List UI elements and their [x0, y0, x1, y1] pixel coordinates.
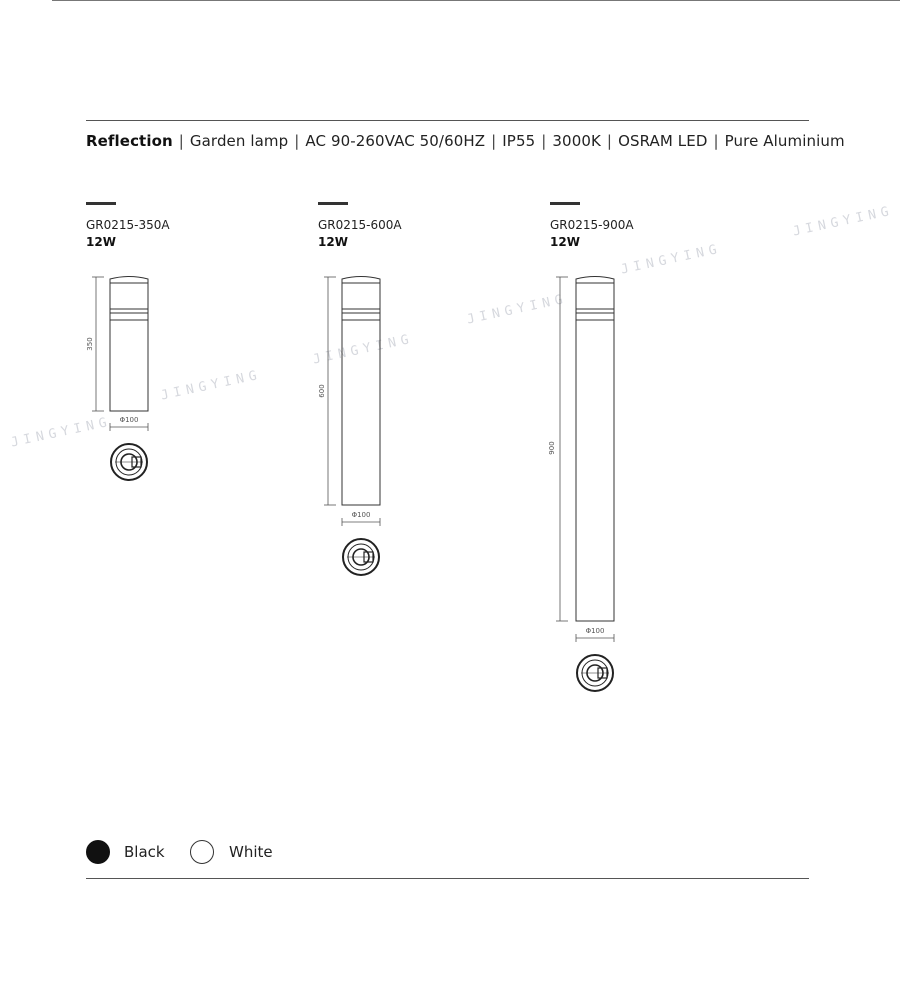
spec-cct: 3000K: [552, 132, 601, 150]
top-view-icon: [342, 538, 380, 576]
height-dimension: [324, 276, 336, 506]
color-label-white: White: [229, 843, 273, 861]
spec-header: Reflection|Garden lamp|AC 90-260VAC 50/6…: [86, 132, 845, 150]
model-power: 12W: [318, 235, 348, 249]
model-info-350: GR0215-350A 12W: [86, 202, 170, 251]
header-rule: [86, 120, 809, 121]
model-code: GR0215-350A: [86, 218, 170, 232]
spec-voltage: AC 90-260VAC 50/60HZ: [305, 132, 486, 150]
height-dimension: [92, 276, 104, 412]
diameter-label: Φ100: [352, 511, 371, 519]
lamp-drawing-900: 900 Φ100: [548, 276, 615, 692]
model-code: GR0215-900A: [550, 218, 634, 232]
model-info-600: GR0215-600A 12W: [318, 202, 402, 251]
lamp-body: [575, 276, 615, 622]
model-power: 12W: [86, 235, 116, 249]
model-power: 12W: [550, 235, 580, 249]
watermark-logo: JINGYING: [159, 367, 264, 404]
lamp-drawing-350: 350 Φ100: [86, 276, 149, 481]
model-accent-bar: [550, 202, 580, 205]
model-accent-bar: [318, 202, 348, 205]
height-label: 600: [318, 384, 326, 397]
diameter-label: Φ100: [586, 627, 605, 635]
height-label: 900: [548, 441, 556, 454]
width-dimension: [109, 423, 149, 431]
lamp-body: [109, 276, 149, 412]
height-label: 350: [86, 337, 94, 350]
model-code: GR0215-600A: [318, 218, 402, 232]
width-dimension: [341, 518, 381, 526]
top-border: [52, 0, 900, 1]
spec-material: Pure Aluminium: [724, 132, 845, 150]
spec-type: Garden lamp: [189, 132, 289, 150]
spec-led: OSRAM LED: [618, 132, 708, 150]
color-swatch-black[interactable]: [86, 840, 110, 864]
lamp-body: [341, 276, 381, 506]
top-view-icon: [110, 443, 148, 481]
height-dimension: [556, 276, 568, 622]
color-swatch-white[interactable]: [190, 840, 214, 864]
color-label-black: Black: [124, 843, 165, 861]
width-dimension: [575, 634, 615, 642]
product-name: Reflection: [86, 132, 173, 150]
diameter-label: Φ100: [120, 416, 139, 424]
footer-rule: [86, 878, 809, 879]
watermark-logo: JINGYING: [791, 203, 896, 240]
spec-ip: IP55: [502, 132, 536, 150]
lamp-drawing-600: 600 Φ100: [318, 276, 381, 576]
top-view-icon: [576, 654, 614, 692]
model-accent-bar: [86, 202, 116, 205]
model-info-900: GR0215-900A 12W: [550, 202, 634, 251]
